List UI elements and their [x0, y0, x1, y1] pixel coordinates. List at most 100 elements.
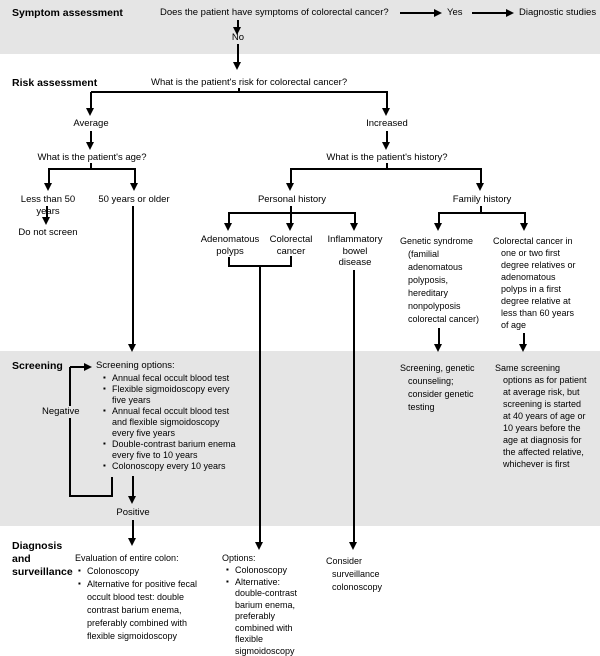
edge-to-ibd	[354, 213, 356, 223]
node-increased: Increased	[366, 118, 408, 129]
edge-to-family	[480, 169, 482, 183]
edge-to-crc	[290, 213, 292, 223]
edge-loop-left	[69, 367, 71, 497]
edge-symptoms-no	[237, 20, 239, 27]
node-genetic-counseling: Screening, genetic counseling; consider …	[400, 363, 475, 412]
arrow-down-icon	[349, 542, 357, 550]
evaluation-title: Evaluation of entire colon:	[75, 553, 179, 563]
options-title: Options:	[222, 553, 256, 563]
arrow-down-icon	[224, 223, 232, 231]
node-average: Average	[73, 118, 109, 129]
list-item: Annual fecal occult blood test and flexi…	[103, 405, 248, 439]
node-increased-risk-screening: Same screening options as for patient at…	[495, 363, 587, 469]
node-diagnostic-studies: Diagnostic studies	[519, 7, 597, 18]
arrow-down-icon	[42, 217, 50, 225]
edge-age-stem	[90, 163, 92, 169]
edge-risk-split	[91, 91, 388, 93]
arrow-right-icon	[506, 9, 514, 17]
arrow-down-icon	[130, 183, 138, 191]
section-label-diagnosis-surveillance: Diagnosis and surveillance	[12, 540, 73, 578]
label-yes: Yes	[447, 7, 463, 18]
edge-age-split	[48, 168, 136, 170]
question-history: What is the patient's history?	[326, 152, 448, 163]
arrow-down-icon	[128, 344, 136, 352]
question-symptoms: Does the patient have symptoms of colore…	[160, 7, 389, 18]
screening-options-title: Screening options:	[96, 360, 175, 371]
arrow-down-icon	[286, 223, 294, 231]
arrow-down-icon	[86, 142, 94, 150]
edge-personal-split	[228, 212, 356, 214]
arrow-down-icon	[350, 223, 358, 231]
edge-loop-bottom	[69, 495, 113, 497]
list-item: Colonoscopy	[226, 564, 311, 577]
edge-yes-diagnostic	[472, 12, 506, 14]
edge-loop-up	[111, 477, 113, 497]
edge-to-average	[90, 92, 92, 108]
edge-no-risk	[237, 44, 239, 62]
arrow-down-icon	[233, 62, 241, 70]
edge-genetic-counseling	[438, 328, 440, 344]
screening-options-list: Annual fecal occult blood test Flexible …	[103, 372, 248, 472]
edge-50older-screening	[132, 206, 134, 344]
edge-crc-merge	[290, 256, 292, 267]
edge-loop-return	[70, 366, 84, 368]
arrow-down-icon	[286, 183, 294, 191]
edge-symptoms-yes	[400, 12, 434, 14]
arrow-down-icon	[44, 183, 52, 191]
edge-family-split	[438, 212, 526, 214]
arrow-down-icon	[233, 27, 241, 35]
node-colorectal-cancer: Colorectal cancer	[269, 234, 313, 257]
list-item: Flexible sigmoidoscopy every five years	[103, 383, 248, 406]
arrow-down-icon	[434, 344, 442, 352]
node-50-or-older: 50 years or older	[98, 194, 170, 205]
edge-to-50older	[134, 169, 136, 183]
arrow-right-icon	[84, 363, 92, 371]
arrow-right-icon	[434, 9, 442, 17]
edge-to-polyps	[228, 213, 230, 223]
arrow-down-icon	[382, 108, 390, 116]
label-no: No	[231, 32, 245, 43]
node-do-not-screen: Do not screen	[18, 227, 78, 238]
edge-positive-evaluation	[132, 520, 134, 538]
edge-history-split	[290, 168, 482, 170]
section-label-risk-assessment: Risk assessment	[12, 77, 98, 89]
question-age: What is the patient's age?	[37, 152, 147, 163]
list-item: Alternative for positive fecal occult bl…	[78, 577, 213, 643]
arrow-down-icon	[520, 223, 528, 231]
edge-family-stem	[480, 206, 482, 213]
node-inflammatory-bowel-disease: Inflammatory bowel disease	[327, 234, 383, 268]
arrow-down-icon	[128, 538, 136, 546]
list-item: Colonoscopy	[78, 564, 213, 578]
node-genetic-syndrome: Genetic syndrome (familial adenomatous p…	[400, 236, 480, 324]
node-personal-history: Personal history	[257, 194, 327, 205]
arrow-down-icon	[519, 344, 527, 352]
edge-ibd-surveillance	[353, 270, 355, 542]
label-positive: Positive	[116, 507, 150, 518]
question-risk: What is the patient's risk for colorecta…	[151, 77, 348, 88]
edge-to-genetic	[438, 213, 440, 223]
edge-merge-bar	[228, 265, 292, 267]
edge-polyps-merge	[228, 257, 230, 267]
edge-to-increased	[386, 92, 388, 108]
arrow-down-icon	[434, 223, 442, 231]
node-family-colorectal-cancer: Colorectal cancer in one or two first de…	[493, 236, 576, 330]
edge-to-less50	[48, 169, 50, 183]
arrow-down-icon	[255, 542, 263, 550]
evaluation-options-list: Colonoscopy Alternative for positive fec…	[78, 564, 213, 643]
list-item: Double-contrast barium enema every five …	[103, 438, 248, 461]
edge-familycrc-screening	[523, 333, 525, 344]
edge-to-familycrc	[524, 213, 526, 223]
arrow-down-icon	[476, 183, 484, 191]
list-item: Alternative: double-contrast barium enem…	[226, 576, 311, 656]
node-family-history: Family history	[452, 194, 512, 205]
edge-risk-stem	[238, 88, 240, 92]
arrow-down-icon	[128, 496, 136, 504]
section-label-screening: Screening	[12, 360, 63, 372]
edge-less50-noscreen	[46, 206, 48, 217]
section-label-symptom-assessment: Symptom assessment	[12, 7, 123, 19]
node-adenomatous-polyps: Adenomatous polyps	[200, 234, 260, 257]
node-less-than-50: Less than 50 years	[20, 194, 76, 217]
edge-screening-positive	[132, 476, 134, 496]
list-item: Colonoscopy every 10 years	[103, 460, 248, 472]
edge-merge-options	[259, 267, 261, 542]
